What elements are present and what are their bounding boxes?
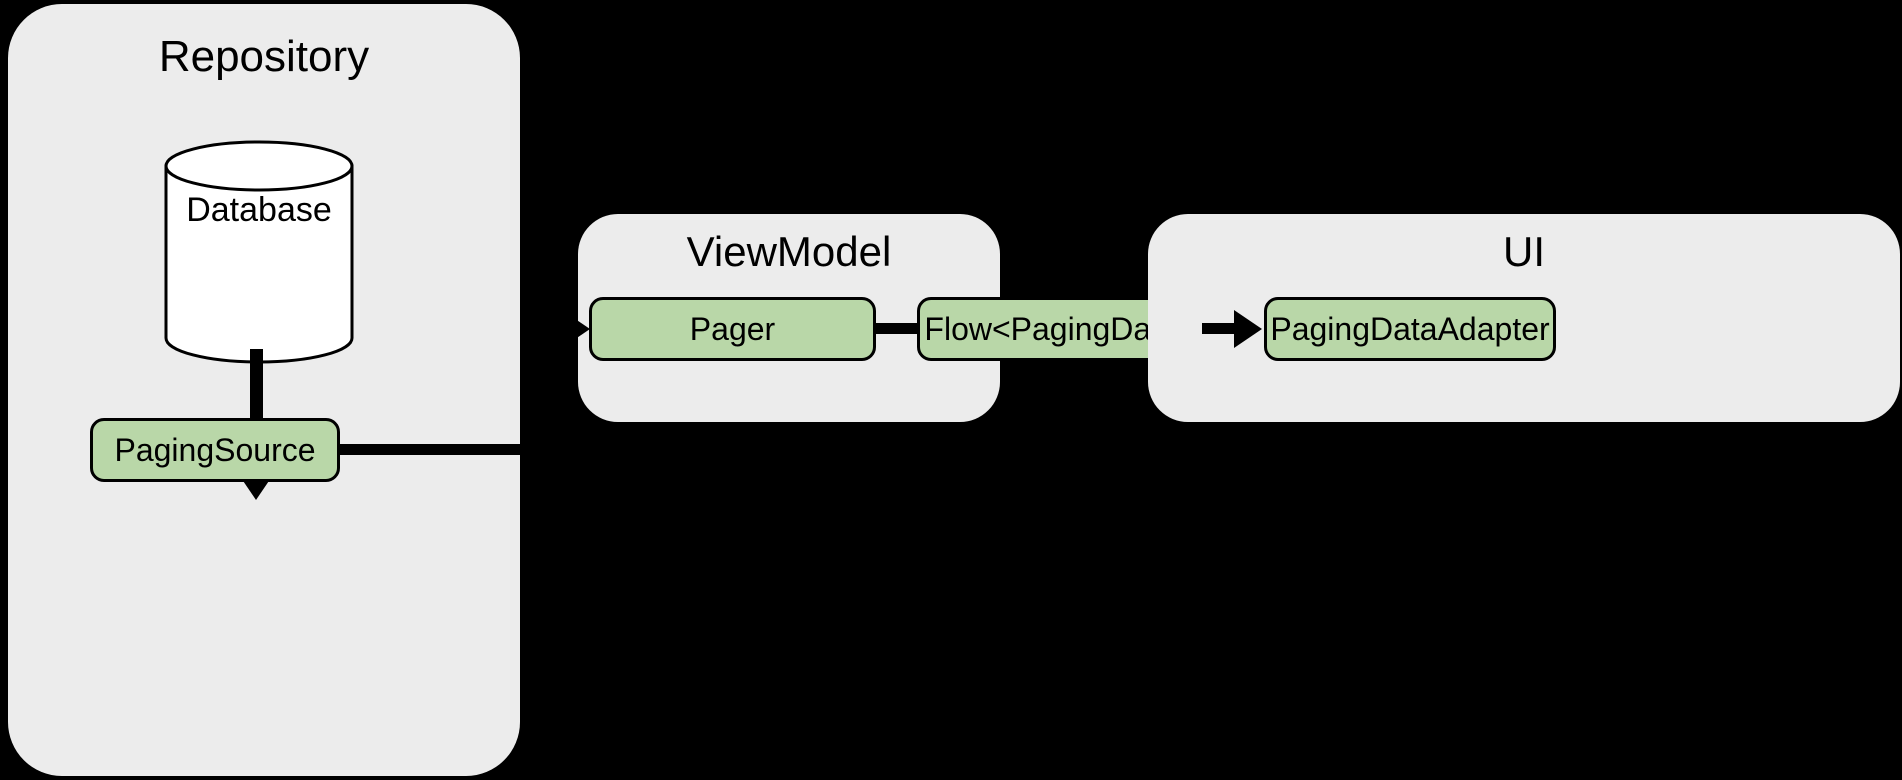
node-paging-data-adapter[interactable]: PagingDataAdapter: [1264, 297, 1556, 361]
node-paging-source[interactable]: PagingSource: [90, 418, 340, 482]
database-label: Database: [186, 191, 332, 229]
edge-flow-to-adapter-arrowhead: [1234, 310, 1262, 348]
group-repository: [8, 4, 520, 776]
edge-paging-source-to-pager-arrowhead: [562, 310, 590, 348]
group-viewmodel-title: ViewModel: [686, 228, 892, 275]
edge-paging-source-to-pager-line: [338, 444, 522, 455]
group-ui-title: UI: [1503, 228, 1545, 275]
database-cylinder: [163, 139, 355, 365]
edge-flow-to-adapter-line: [1202, 323, 1238, 334]
group-repository-title: Repository: [158, 32, 370, 81]
node-pager[interactable]: Pager: [589, 297, 876, 361]
edge-pager-to-flow-line: [874, 323, 922, 334]
